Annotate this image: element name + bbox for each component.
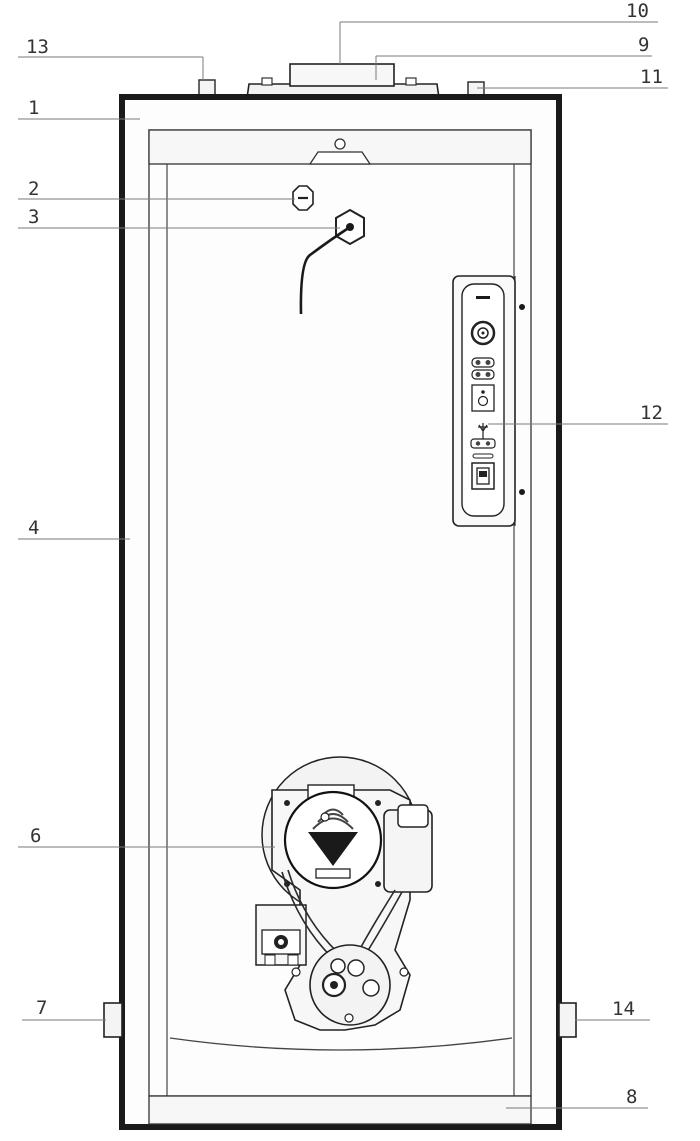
reset-button-icon: [471, 384, 495, 412]
callout-10: 10: [626, 0, 649, 22]
header-screw: [334, 138, 346, 150]
left-side-connection: [103, 1002, 123, 1038]
callout-12: 12: [640, 402, 663, 424]
control-panel: [452, 275, 525, 527]
callout-13: 13: [26, 36, 49, 58]
leader-lines: [18, 21, 668, 1109]
top-fittings: [198, 63, 485, 99]
sensor-fittings: [292, 185, 365, 315]
callout-11: 11: [640, 66, 663, 88]
callout-8: 8: [626, 1086, 637, 1108]
burner-assembly: [169, 756, 513, 1051]
callout-7: 7: [36, 997, 47, 1019]
callout-3: 3: [28, 206, 39, 228]
header-tab: [308, 151, 372, 165]
combustion-chamber-base: [169, 1037, 513, 1051]
sensor-capillary: [299, 225, 351, 315]
flue-bolt-right: [405, 77, 417, 86]
inner-frame: [148, 129, 532, 1125]
callout-14: 14: [612, 998, 635, 1020]
outer-casing: [119, 94, 562, 1130]
callout-6: 6: [30, 825, 41, 847]
flue-bolt-left: [261, 77, 273, 86]
callout-labels: 13 1 2 3 4 6 7 8 9 10 11 12 14: [26, 0, 663, 1108]
callout-2: 2: [28, 178, 39, 200]
callout-9: 9: [638, 34, 649, 56]
bottom-base-strip: [148, 1095, 532, 1125]
callout-1: 1: [28, 97, 39, 119]
flue-outlet: [289, 63, 395, 87]
callout-4: 4: [28, 517, 39, 539]
right-side-connection: [558, 1002, 577, 1038]
